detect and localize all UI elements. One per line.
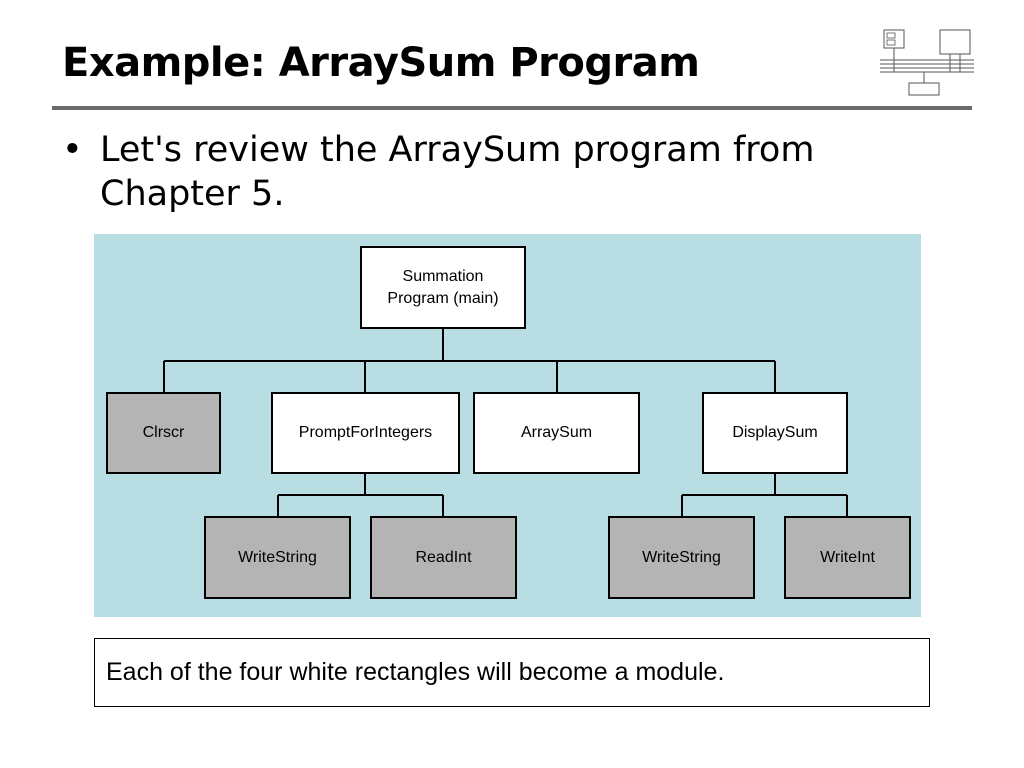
node-write-string-2: WriteString — [608, 516, 755, 599]
bullet-item: • Let's review the ArraySum program from… — [62, 128, 880, 216]
computer-architecture-logo-icon — [880, 29, 974, 96]
bullet-dot: • — [62, 130, 83, 170]
bullet-text: Let's review the ArraySum program from C… — [100, 130, 815, 214]
bullet-list: • Let's review the ArraySum program from… — [62, 128, 880, 216]
node-prompt-for-integers: PromptForIntegers — [271, 392, 460, 474]
node-display-sum: DisplaySum — [702, 392, 848, 474]
node-array-sum: ArraySum — [473, 392, 640, 474]
node-summation-main: Summation Program (main) — [360, 246, 526, 329]
node-write-string-1: WriteString — [204, 516, 351, 599]
module-note-text: Each of the four white rectangles will b… — [106, 658, 725, 686]
node-clrscr: Clrscr — [106, 392, 221, 474]
node-write-int: WriteInt — [784, 516, 911, 599]
node-read-int: ReadInt — [370, 516, 517, 599]
module-note: Each of the four white rectangles will b… — [94, 638, 930, 707]
slide-title: Example: ArraySum Program — [62, 40, 700, 86]
title-divider — [52, 106, 972, 110]
